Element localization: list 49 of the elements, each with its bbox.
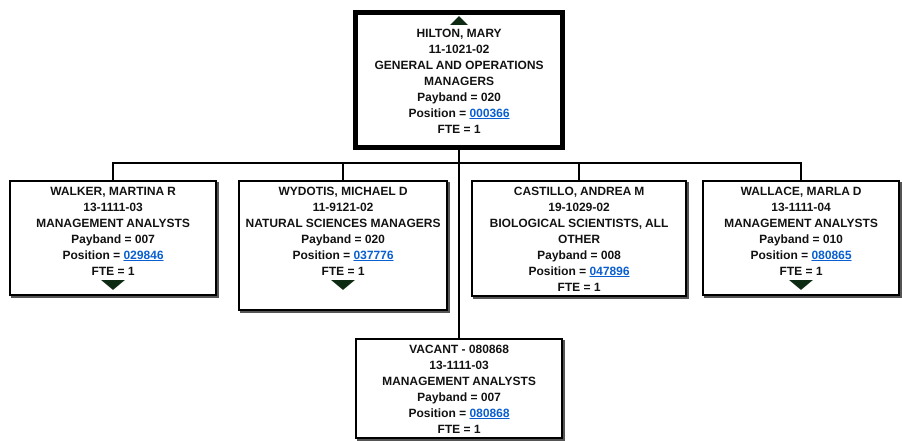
- employee-name: VACANT - 080868: [409, 341, 509, 357]
- field-label: Position =: [750, 248, 808, 262]
- position-box: [353, 10, 565, 150]
- field-label: Position =: [408, 406, 466, 420]
- fte-text: FTE = 1: [437, 421, 480, 437]
- field-label: Position =: [292, 248, 350, 262]
- fte-text: FTE = 1: [779, 263, 822, 279]
- payband-text: Payband = 020: [417, 89, 501, 105]
- position-box: [471, 180, 687, 297]
- job-title: MANAGEMENT ANALYSTS: [36, 215, 190, 231]
- occupation-code: 13-1111-03: [83, 199, 143, 215]
- job-title: BIOLOGICAL SCIENTISTS, ALL OTHER: [488, 215, 670, 247]
- payband-text: Payband = 008: [537, 247, 621, 263]
- occupation-code: 13-1111-03: [429, 357, 489, 373]
- position-link: 047896: [589, 264, 630, 278]
- field-label: Position =: [408, 106, 466, 120]
- occupation-code: 11-1021-02: [428, 41, 490, 57]
- position-link: 080865: [811, 248, 852, 262]
- occupation-code: 11-9121-02: [312, 199, 374, 215]
- payband-text: Payband = 010: [759, 231, 843, 247]
- employee-name: WALKER, MARTINA R: [50, 183, 176, 199]
- payband-text: Payband = 020: [301, 231, 385, 247]
- fte-text: FTE = 1: [321, 263, 364, 279]
- employee-name: WALLACE, MARLA D: [740, 183, 862, 199]
- position-box: [355, 338, 563, 439]
- position-link: 080868: [469, 406, 510, 420]
- employee-name: HILTON, MARY: [416, 25, 502, 41]
- fte-text: FTE = 1: [437, 121, 480, 137]
- position-box: [702, 180, 900, 296]
- employee-name: CASTILLO, ANDREA M: [514, 183, 644, 199]
- field-label: Position =: [528, 264, 586, 278]
- field-label: Position =: [62, 248, 120, 262]
- fte-text: FTE = 1: [91, 263, 134, 279]
- position-box: [238, 180, 448, 311]
- job-title: MANAGEMENT ANALYSTS: [724, 215, 878, 231]
- job-title: GENERAL AND OPERATIONS MANAGERS: [373, 57, 545, 89]
- position-link: 037776: [353, 248, 394, 262]
- position-link: 029846: [123, 248, 164, 262]
- position-link: 000366: [469, 106, 510, 120]
- connector-line: [458, 150, 460, 338]
- occupation-code: 13-1111-04: [771, 199, 831, 215]
- position-box: [9, 180, 217, 296]
- payband-text: Payband = 007: [417, 389, 501, 405]
- fte-text: FTE = 1: [557, 279, 600, 295]
- job-title: NATURAL SCIENCES MANAGERS: [246, 215, 440, 231]
- job-title: MANAGEMENT ANALYSTS: [382, 373, 536, 389]
- employee-name: WYDOTIS, MICHAEL D: [278, 183, 408, 199]
- payband-text: Payband = 007: [71, 231, 155, 247]
- occupation-code: 19-1029-02: [548, 199, 610, 215]
